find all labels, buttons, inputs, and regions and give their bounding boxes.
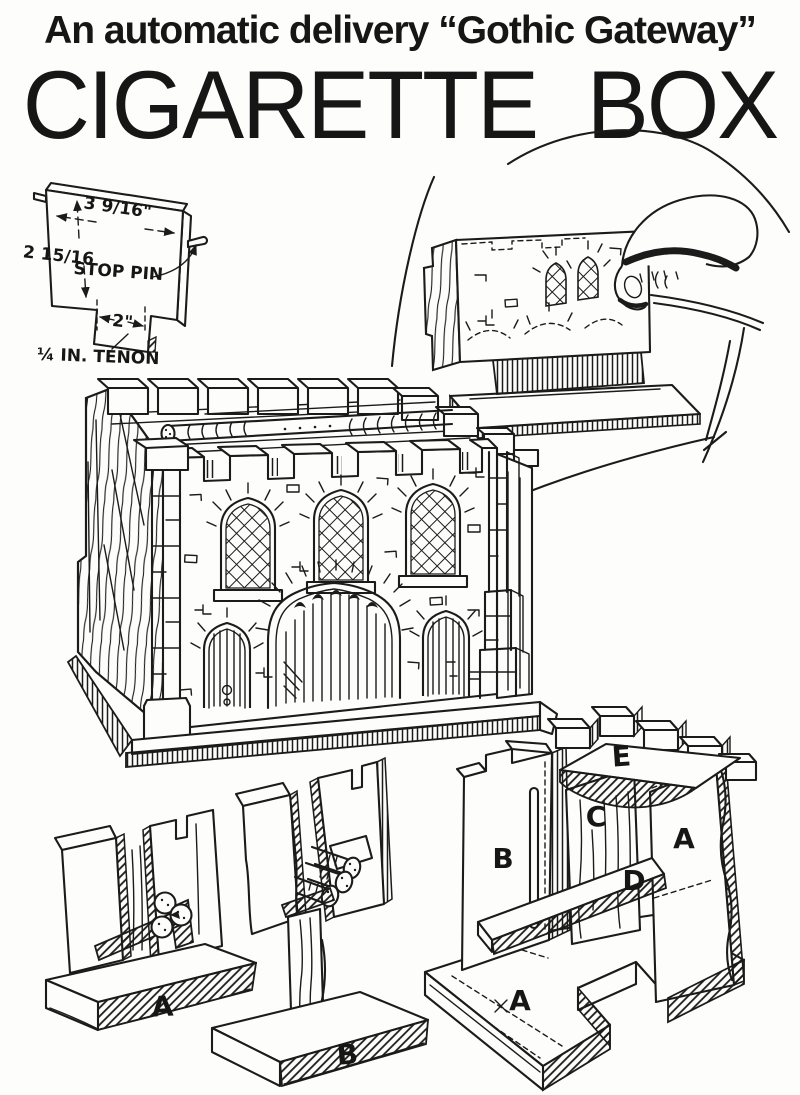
thumbnail — [623, 275, 643, 299]
page-subtitle: An automatic delivery “Gothic Gateway” — [44, 9, 757, 52]
exploded-top-rail-e: E — [558, 739, 742, 809]
buttresses — [132, 436, 530, 742]
exploded-partition-c-label: C — [586, 800, 607, 833]
tenon-note-label: ¼ IN. TENON — [37, 345, 160, 369]
left-end-wall — [76, 386, 167, 733]
exploded-ramp-d: D — [476, 856, 667, 956]
section-b-label: B — [336, 1037, 360, 1071]
figure-stock-panel-diagram: 3 9/16" 2 15/16 STOP PIN 2" ¼ IN. TENON — [22, 181, 209, 369]
figure-exploded-corner: A A B C — [423, 705, 758, 1092]
vignette-arcs — [390, 129, 791, 527]
base-plinth — [66, 654, 559, 768]
section-a-label: A — [151, 989, 175, 1023]
exploded-wall-b-label: B — [492, 842, 513, 875]
figure-gothic-gateway-box — [66, 377, 559, 768]
exploded-ramp-d-label: D — [622, 864, 645, 897]
hand — [613, 194, 765, 442]
lid-side-wall — [422, 238, 462, 372]
gateway-arch — [255, 559, 414, 710]
tenon-width-dimension: 2" — [111, 311, 134, 333]
exploded-base-label: A — [509, 984, 531, 1017]
page-title: CIGARETTE BOX — [22, 50, 779, 159]
figure-delivery-b: B — [210, 756, 430, 1088]
shelf-edge — [280, 886, 336, 919]
page-header: An automatic delivery “Gothic Gateway” C… — [0, 0, 800, 153]
exploded-top-rail-e-label: E — [611, 739, 632, 773]
stop-pin — [186, 235, 209, 249]
cigarettes-in-chute — [150, 891, 193, 939]
figure-section-a: A — [44, 808, 258, 1032]
exploded-wall-a-label: A — [673, 822, 695, 855]
figure-hand-lifting-lid — [422, 194, 765, 442]
